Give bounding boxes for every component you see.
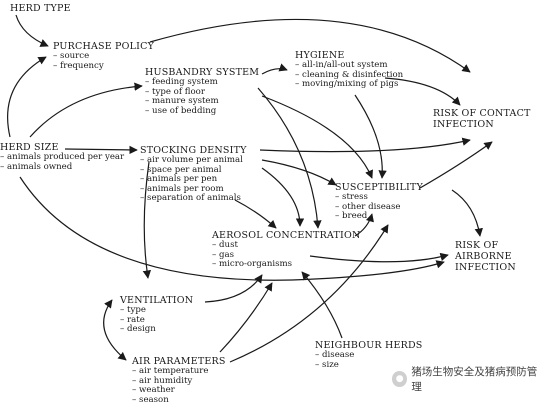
- node-purchase-policy: PURCHASE POLICY source frequency: [53, 41, 154, 71]
- node-stocking-density-items: air volume per animal space per animal a…: [140, 155, 247, 204]
- node-husbandry-system-items: feeding system type of floor manure syst…: [145, 77, 259, 117]
- list-item: weather: [132, 386, 226, 396]
- node-stocking-density: STOCKING DENSITY air volume per animal s…: [140, 145, 247, 204]
- list-item: source: [53, 51, 154, 62]
- node-herd-size-title: HERD SIZE: [0, 142, 59, 153]
- node-air-parameters-items: air temperature air humidity weather sea…: [132, 366, 226, 406]
- arrow-husbandry-aerosol: [257, 87, 322, 229]
- list-item: season: [132, 395, 226, 406]
- node-neighbour-herds-items: disease size: [315, 350, 423, 371]
- list-item: type: [120, 305, 193, 316]
- list-item: all-in/all-out system: [295, 60, 403, 71]
- list-item: animals produced per year: [0, 152, 124, 163]
- list-item: dust: [212, 240, 360, 251]
- list-item: manure system: [145, 97, 259, 107]
- node-risk-contact: RISK OF CONTACT INFECTION: [433, 108, 531, 130]
- arrow-airparams-aerosol: [219, 282, 273, 353]
- list-item: animals per room: [140, 184, 247, 195]
- list-item: space per animal: [140, 165, 247, 176]
- arrow-stocking-aerosol-2: [234, 199, 277, 229]
- arrow-suscept-airborne: [451, 189, 483, 237]
- watermark: ● 猪场生物安全及猪病预防管理: [392, 366, 542, 393]
- list-item: air volume per animal: [140, 155, 247, 166]
- node-hygiene-title: HYGIENE: [295, 50, 345, 61]
- node-herd-size-items: animals produced per year animals owned: [0, 152, 124, 173]
- list-item: type of floor: [145, 87, 259, 98]
- node-husbandry-system-title: HUSBANDRY SYSTEM: [145, 67, 260, 78]
- node-susceptibility-title: SUSCEPTIBILITY: [335, 182, 423, 193]
- node-risk-contact-title: RISK OF CONTACT INFECTION: [433, 108, 531, 130]
- node-risk-airborne: RISK OF AIRBORNE INFECTION: [455, 240, 553, 273]
- list-item: rate: [120, 315, 193, 326]
- list-item: micro-organisms: [212, 260, 360, 270]
- node-ventilation: VENTILATION type rate design: [120, 295, 193, 335]
- list-item: air temperature: [132, 366, 226, 377]
- node-purchase-policy-title: PURCHASE POLICY: [53, 41, 155, 52]
- list-item: stress: [335, 192, 423, 203]
- node-herd-size: HERD SIZE animals produced per year anim…: [0, 142, 124, 172]
- node-hygiene: HYGIENE all-in/all-out system cleaning &…: [295, 50, 403, 90]
- arrow-herdtype-purchase: [15, 14, 49, 47]
- node-susceptibility-items: stress other disease breed: [335, 192, 423, 222]
- node-stocking-density-title: STOCKING DENSITY: [140, 145, 247, 156]
- list-item: animals owned: [0, 162, 124, 173]
- list-item: gas: [212, 250, 360, 261]
- arrow-stocking-aerosol: [261, 167, 305, 227]
- arrow-neighbour-aerosol: [301, 271, 343, 339]
- node-risk-airborne-title: RISK OF AIRBORNE INFECTION: [455, 240, 516, 273]
- list-item: air humidity: [132, 376, 226, 387]
- node-herd-type-title: HERD TYPE: [10, 3, 71, 14]
- arrow-suscept-riskcontact: [419, 141, 493, 189]
- list-item: other disease: [335, 202, 423, 213]
- node-air-parameters: AIR PARAMETERS air temperature air humid…: [132, 356, 226, 405]
- arrow-husbandry-hygiene: [261, 63, 288, 75]
- arrow-herdsize-purchase: [7, 56, 47, 138]
- arrow-purchase-riskcontact: [149, 18, 471, 73]
- list-item: animals per pen: [140, 175, 247, 185]
- node-neighbour-herds: NEIGHBOUR HERDS disease size: [315, 340, 423, 370]
- arrow-stocking-riskcontact: [259, 137, 471, 153]
- node-ventilation-title: VENTILATION: [120, 295, 194, 306]
- list-item: disease: [315, 350, 423, 361]
- node-hygiene-items: all-in/all-out system cleaning & disinfe…: [295, 60, 403, 90]
- arrow-hygiene-suscept: [354, 94, 387, 179]
- node-aerosol-items: dust gas micro-organisms: [212, 240, 360, 270]
- node-air-parameters-title: AIR PARAMETERS: [132, 356, 226, 367]
- node-aerosol-title: AEROSOL CONCENTRATION: [212, 230, 361, 241]
- arrow-ventilation-airparams: [103, 299, 127, 361]
- node-aerosol-concentration: AEROSOL CONCENTRATION dust gas micro-org…: [212, 230, 360, 270]
- list-item: separation of animals: [140, 194, 247, 204]
- list-item: size: [315, 360, 423, 371]
- list-item: use of bedding: [145, 106, 259, 117]
- node-susceptibility: SUSCEPTIBILITY stress other disease bree…: [335, 182, 423, 222]
- list-item: breed: [335, 212, 423, 222]
- list-item: frequency: [53, 61, 154, 72]
- list-item: feeding system: [145, 77, 259, 88]
- node-husbandry-system: HUSBANDRY SYSTEM feeding system type of …: [145, 67, 259, 116]
- arrow-ventilation-aerosol: [204, 274, 263, 303]
- list-item: moving/mixing of pigs: [295, 80, 403, 90]
- arrow-husbandry-suscept: [261, 95, 373, 179]
- arrow-herdsize-stocking: [64, 145, 138, 155]
- list-item: design: [120, 325, 193, 335]
- arrow-airparams-suscept: [229, 224, 389, 363]
- list-item: cleaning & disinfection: [295, 70, 403, 81]
- arrow-stocking-suscept: [261, 159, 337, 186]
- wechat-icon: ●: [392, 371, 408, 387]
- node-purchase-policy-items: source frequency: [53, 51, 154, 72]
- node-neighbour-herds-title: NEIGHBOUR HERDS: [315, 340, 423, 351]
- arrow-herdsize-husbandry: [29, 82, 143, 138]
- node-herd-type: HERD TYPE: [10, 3, 71, 14]
- watermark-text: 猪场生物安全及猪病预防管理: [411, 366, 538, 393]
- node-ventilation-items: type rate design: [120, 305, 193, 335]
